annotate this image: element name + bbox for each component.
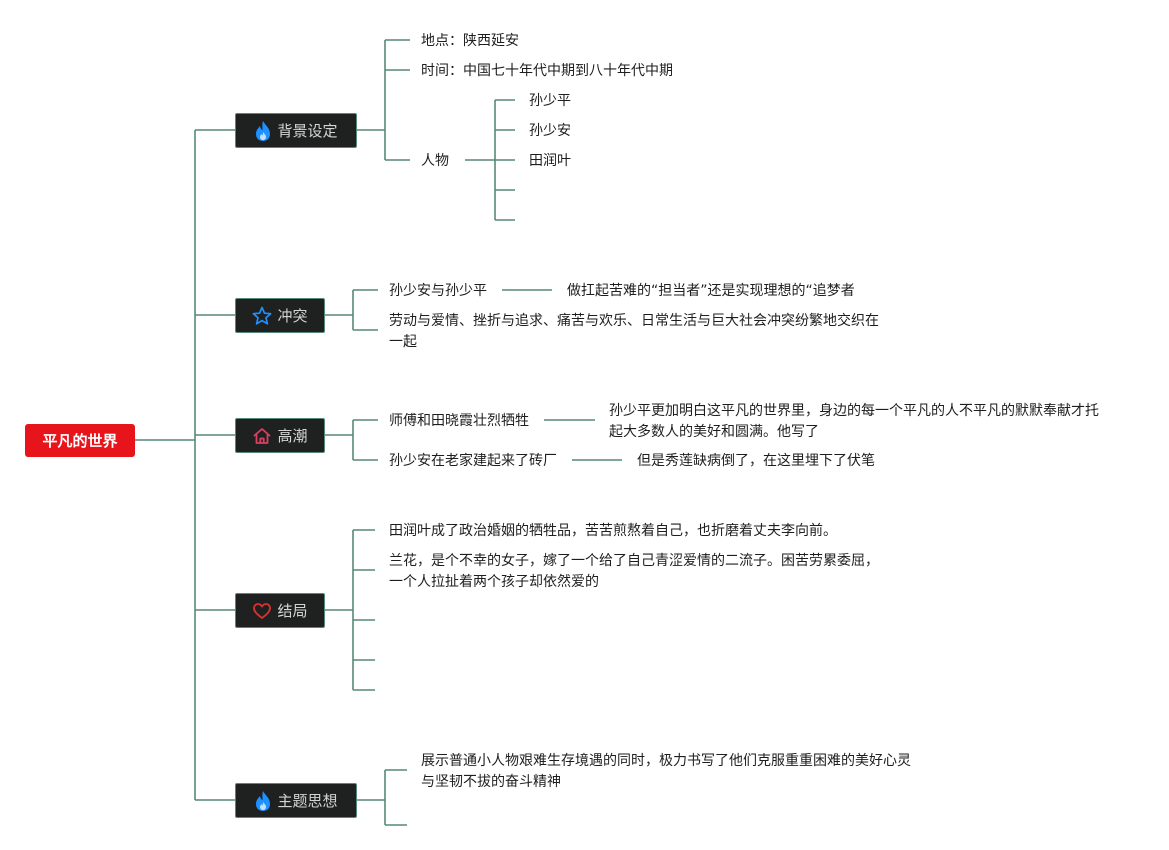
root-node[interactable]: 平凡的世界 bbox=[25, 424, 135, 457]
house-icon bbox=[254, 427, 271, 444]
fire-icon bbox=[256, 120, 271, 141]
background-people-label: 人物 bbox=[421, 153, 449, 169]
conflict-item: 劳动与爱情、挫折与追求、痛苦与欢乐、日常生活与巨大社会冲突纷繁地交织在一起 bbox=[389, 313, 879, 350]
person-item: 孙少安 bbox=[529, 123, 571, 139]
root-label: 平凡的世界 bbox=[42, 432, 118, 450]
node-ending-label: 结局 bbox=[277, 602, 308, 620]
node-theme[interactable]: 主题思想 bbox=[235, 783, 357, 818]
node-theme-label: 主题思想 bbox=[277, 792, 338, 810]
star-icon bbox=[253, 306, 272, 325]
node-climax[interactable]: 高潮 bbox=[235, 418, 325, 453]
ending-item: 兰花，是个不幸的女子，嫁了一个给了自己青涩爱情的二流子。困苦劳累委屈，一个人拉扯… bbox=[389, 553, 879, 590]
background-place: 地点：陕西延安 bbox=[421, 33, 519, 49]
theme-item: 展示普通小人物艰难生存境遇的同时，极力书写了他们克服重重困难的美好心灵与坚韧不拔… bbox=[421, 753, 911, 790]
person-item: 孙少平 bbox=[529, 93, 571, 109]
conflict-item-detail: 做扛起苦难的“担当者”还是实现理想的“追梦者 bbox=[567, 283, 855, 299]
node-ending[interactable]: 结局 bbox=[235, 593, 325, 628]
person-item: 田润叶 bbox=[529, 153, 571, 169]
climax-item-detail: 孙少平更加明白这平凡的世界里，身边的每一个平凡的人不平凡的默默奉献才托起大多数人… bbox=[609, 403, 1099, 440]
heart-icon bbox=[253, 602, 272, 619]
climax-item: 师傅和田晓霞壮烈牺牲 bbox=[389, 413, 529, 429]
climax-item-detail: 但是秀莲缺病倒了，在这里埋下了伏笔 bbox=[637, 453, 875, 469]
node-conflict-label: 冲突 bbox=[277, 307, 308, 325]
background-time: 时间：中国七十年代中期到八十年代中期 bbox=[421, 63, 673, 79]
climax-item: 孙少安在老家建起来了砖厂 bbox=[389, 453, 557, 469]
ending-item: 田润叶成了政治婚姻的牺牲品，苦苦煎熬着自己，也折磨着丈夫李向前。 bbox=[389, 523, 837, 539]
node-background-label: 背景设定 bbox=[277, 122, 338, 140]
node-climax-label: 高潮 bbox=[277, 427, 308, 445]
node-conflict[interactable]: 冲突 bbox=[235, 298, 325, 333]
fire-icon bbox=[256, 790, 271, 811]
node-background[interactable]: 背景设定 bbox=[235, 113, 357, 148]
conflict-item: 孙少安与孙少平 bbox=[389, 283, 487, 299]
